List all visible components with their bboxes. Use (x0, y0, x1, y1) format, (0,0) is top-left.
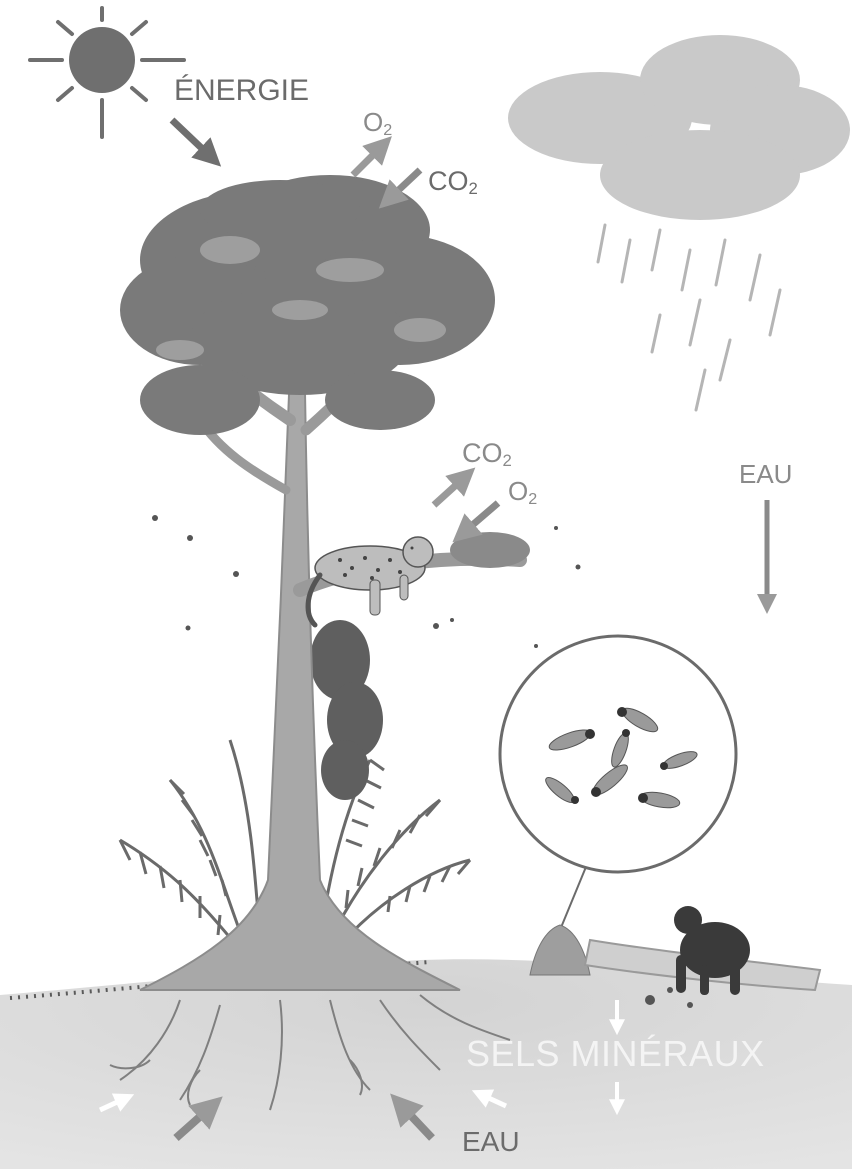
climbing-plant (310, 620, 383, 800)
co2-label-top-text: CO (428, 166, 469, 196)
jaguar-icon (308, 537, 433, 625)
rain-icon (598, 225, 780, 410)
energy-label: ÉNERGIE (174, 76, 309, 106)
co2-out-arrow-branch (434, 476, 466, 505)
o2-label-top-text: O (363, 107, 383, 137)
mineral-salts-label: SELS MINÉRAUX (466, 1036, 765, 1072)
energy-arrow (172, 120, 212, 158)
co2-label-top-subscript: 2 (469, 179, 478, 198)
o2-label-top-subscript: 2 (383, 121, 392, 139)
co2-label-branch-subscript: 2 (503, 451, 512, 470)
branch-foliage (450, 532, 530, 568)
o2-in-arrow-branch (462, 503, 498, 534)
sun-icon (30, 8, 184, 137)
co2-label-top: CO2 (428, 168, 478, 198)
o2-out-arrow-top (353, 145, 383, 175)
co2-label-branch: CO2 (462, 440, 512, 470)
water-rain-label: EAU (739, 461, 792, 487)
co2-label-branch-text: CO (462, 438, 503, 468)
water-ground-label: EAU (462, 1128, 520, 1156)
o2-label-branch-text: O (508, 476, 528, 506)
o2-label-branch-subscript: 2 (528, 490, 537, 508)
o2-label-top: O2 (363, 109, 392, 138)
termites-icon (500, 636, 736, 930)
termite-mound (530, 925, 590, 975)
o2-label-branch: O2 (508, 478, 537, 507)
cloud-icon (508, 35, 850, 220)
